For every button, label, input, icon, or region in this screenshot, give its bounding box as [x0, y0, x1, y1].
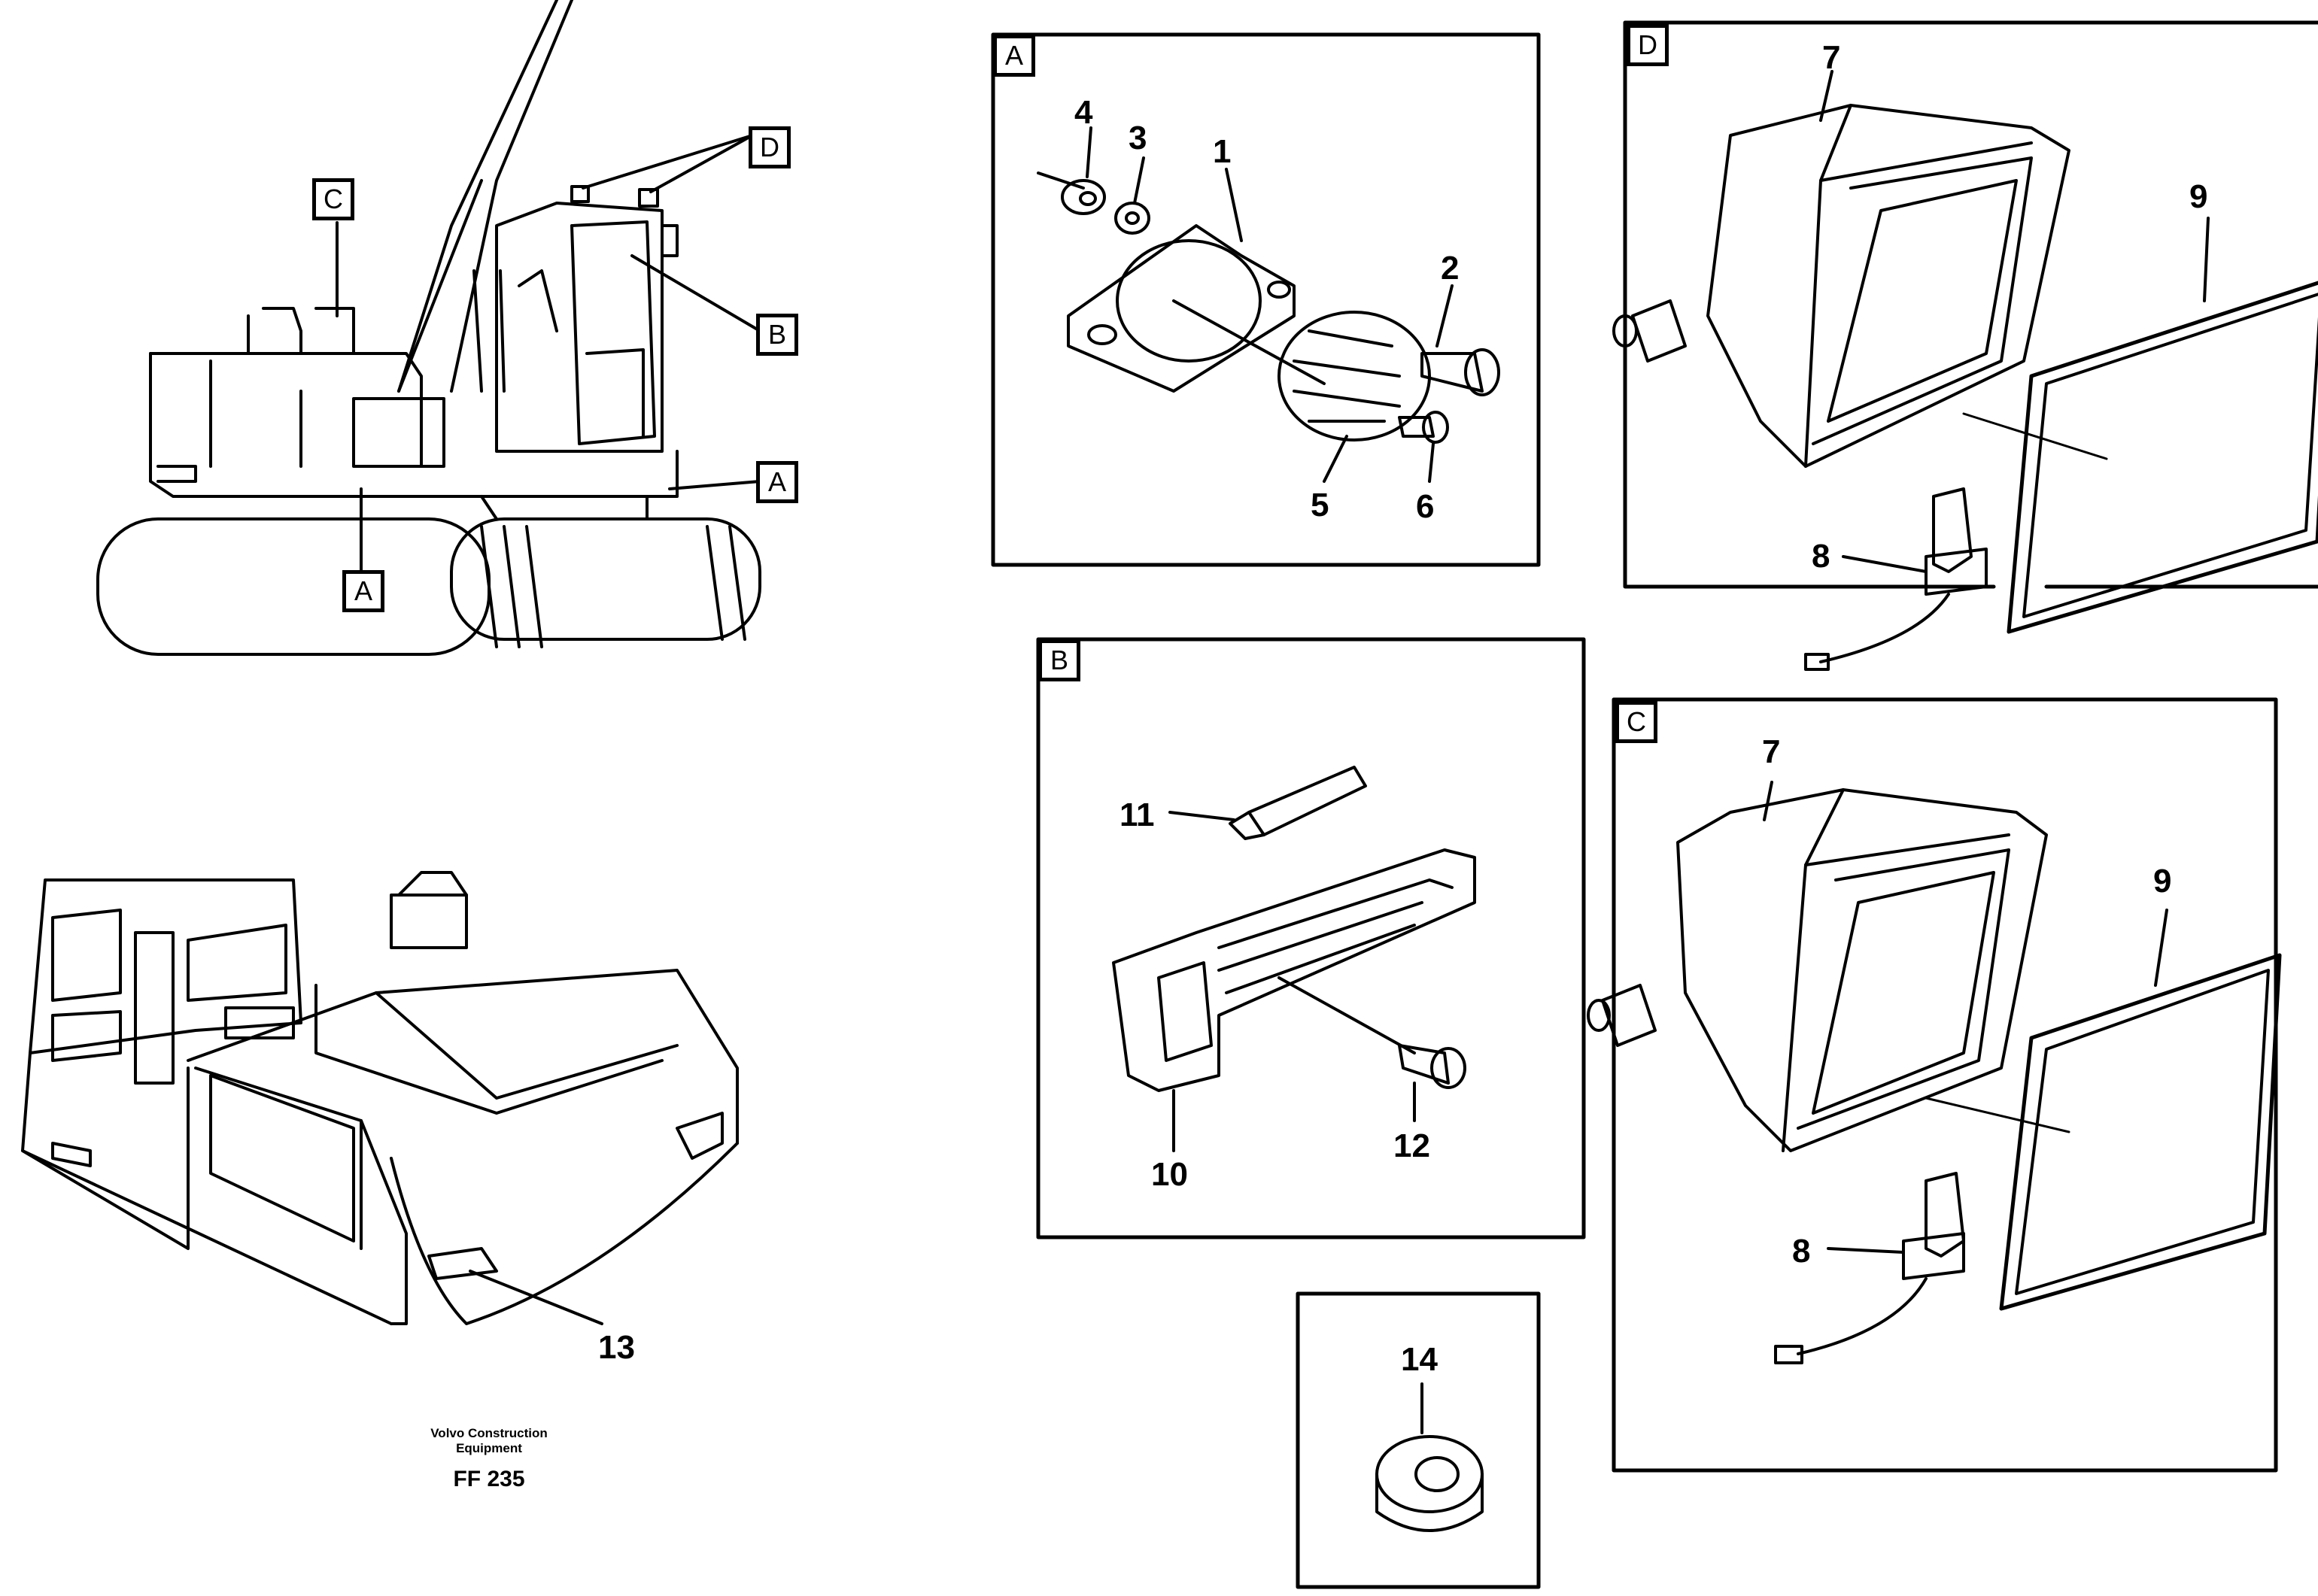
- panel-a-tag: A: [993, 35, 1035, 77]
- brand-line-2: Equipment: [456, 1441, 522, 1455]
- panel-d-tag: D: [1627, 24, 1669, 66]
- panel-c-label-7: 7: [1762, 733, 1781, 770]
- part-label-1: 1: [1213, 133, 1232, 170]
- panel-a-reflector: [991, 32, 1541, 567]
- panel-c-label-9: 9: [2153, 863, 2172, 900]
- part-label-10: 10: [1151, 1156, 1188, 1193]
- panel-d-label-7: 7: [1822, 39, 1841, 76]
- panel-b-tag: B: [1038, 639, 1080, 681]
- panel-14-grommet: [1296, 1291, 1541, 1589]
- figure-code: FF 235: [453, 1467, 525, 1491]
- panel-d-label-8: 8: [1812, 538, 1830, 575]
- part-label-11: 11: [1120, 796, 1155, 833]
- overview-tag-c[interactable]: C: [312, 178, 354, 220]
- excavator-side-view: [96, 0, 761, 656]
- panel-c-tag: C: [1615, 701, 1657, 743]
- overview-tag-d[interactable]: D: [749, 126, 791, 168]
- brand-caption: Volvo Construction Equipment: [399, 1426, 579, 1456]
- panel-c-cab-lamp: [1587, 697, 2282, 1473]
- part-label-12: 12: [1393, 1127, 1430, 1164]
- overview-tag-a-right[interactable]: A: [756, 461, 798, 503]
- panel-d-work-lamp: [1612, 20, 2318, 671]
- brand-line-1: Volvo Construction: [430, 1426, 548, 1440]
- part-label-13: 13: [598, 1329, 635, 1366]
- part-label-6: 6: [1416, 488, 1435, 525]
- part-label-3: 3: [1129, 120, 1147, 156]
- overview-tag-b[interactable]: B: [756, 314, 798, 356]
- panel-c-label-8: 8: [1792, 1233, 1811, 1270]
- part-label-5: 5: [1311, 487, 1329, 523]
- excavator-rear-view: [21, 871, 739, 1325]
- panel-d-label-9: 9: [2189, 178, 2208, 215]
- panel-b-marker-light: [1036, 637, 1586, 1239]
- overview-tag-a-bottom[interactable]: A: [342, 570, 384, 612]
- part-label-2: 2: [1441, 250, 1460, 287]
- part-label-14: 14: [1401, 1341, 1438, 1378]
- part-label-4: 4: [1074, 94, 1093, 131]
